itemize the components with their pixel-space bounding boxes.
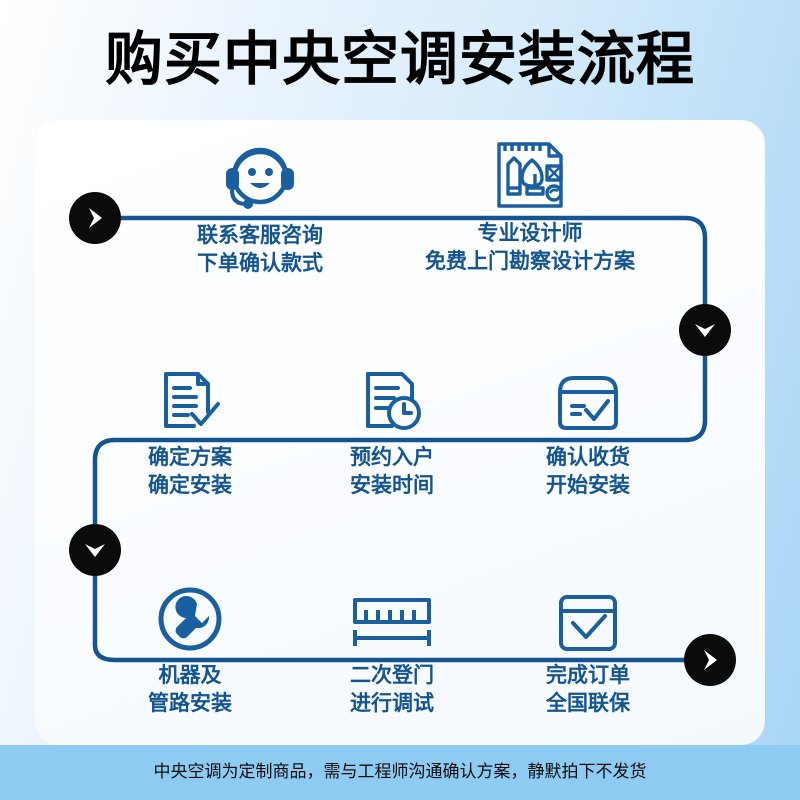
chevron-down-icon: [695, 324, 715, 337]
flow-turn-arrow-1: [679, 304, 731, 356]
footer-band: [0, 745, 800, 800]
step-6-label: 机器及 管路安装: [120, 662, 260, 718]
step-8: 完成订单 全国联保: [518, 580, 658, 718]
chevron-right-icon: [704, 650, 717, 670]
step-5: 确认收货 开始安装: [518, 362, 658, 500]
step-7: 二次登门 进行调试: [322, 580, 462, 718]
chevron-right-icon: [89, 208, 102, 228]
flow-start-arrow: [69, 192, 121, 244]
step-4-line2: 安装时间: [350, 474, 434, 497]
wrench-circle-icon: [120, 580, 260, 654]
box-check-icon: [518, 362, 658, 436]
step-3-line1: 确定方案: [148, 446, 232, 469]
step-8-label: 完成订单 全国联保: [518, 662, 658, 718]
design-blueprint-icon: [385, 138, 675, 212]
step-1: 联系客服咨询 下单确认款式: [135, 140, 385, 278]
step-3-line2: 确定安装: [148, 474, 232, 497]
window-check-icon: [518, 580, 658, 654]
step-5-line1: 确认收货: [546, 446, 630, 469]
ruler-icon: [322, 580, 462, 654]
step-2-label: 专业设计师 免费上门勘察设计方案: [385, 220, 675, 276]
document-check-icon: [120, 362, 260, 436]
chevron-down-icon: [85, 544, 105, 557]
step-4-line1: 预约入户: [350, 446, 434, 469]
step-1-label: 联系客服咨询 下单确认款式: [135, 222, 385, 278]
step-5-label: 确认收货 开始安装: [518, 444, 658, 500]
flow-end-arrow: [684, 634, 736, 686]
step-1-line1: 联系客服咨询: [197, 224, 323, 247]
step-7-line2: 进行调试: [350, 692, 434, 715]
step-2-line1: 专业设计师: [477, 222, 583, 245]
step-6-line2: 管路安装: [148, 692, 232, 715]
document-clock-icon: [322, 362, 462, 436]
step-6-line1: 机器及: [158, 664, 222, 687]
step-2-line2: 免费上门勘察设计方案: [425, 250, 635, 273]
headset-support-icon: [135, 140, 385, 214]
step-8-line1: 完成订单: [546, 664, 630, 687]
step-4: 预约入户 安装时间: [322, 362, 462, 500]
step-4-label: 预约入户 安装时间: [322, 444, 462, 500]
flow-turn-arrow-2: [69, 524, 121, 576]
step-3-label: 确定方案 确定安装: [120, 444, 260, 500]
step-1-line2: 下单确认款式: [197, 252, 323, 275]
step-7-line1: 二次登门: [350, 664, 434, 687]
step-7-label: 二次登门 进行调试: [322, 662, 462, 718]
step-3: 确定方案 确定安装: [120, 362, 260, 500]
page-title: 购买中央空调安装流程: [104, 27, 695, 92]
step-6: 机器及 管路安装: [120, 580, 260, 718]
footer-note: 中央空调为定制商品，需与工程师沟通确认方案，静默拍下不发货: [153, 762, 647, 781]
step-8-line2: 全国联保: [546, 692, 630, 715]
step-5-line2: 开始安装: [546, 474, 630, 497]
step-2: 专业设计师 免费上门勘察设计方案: [385, 138, 675, 276]
